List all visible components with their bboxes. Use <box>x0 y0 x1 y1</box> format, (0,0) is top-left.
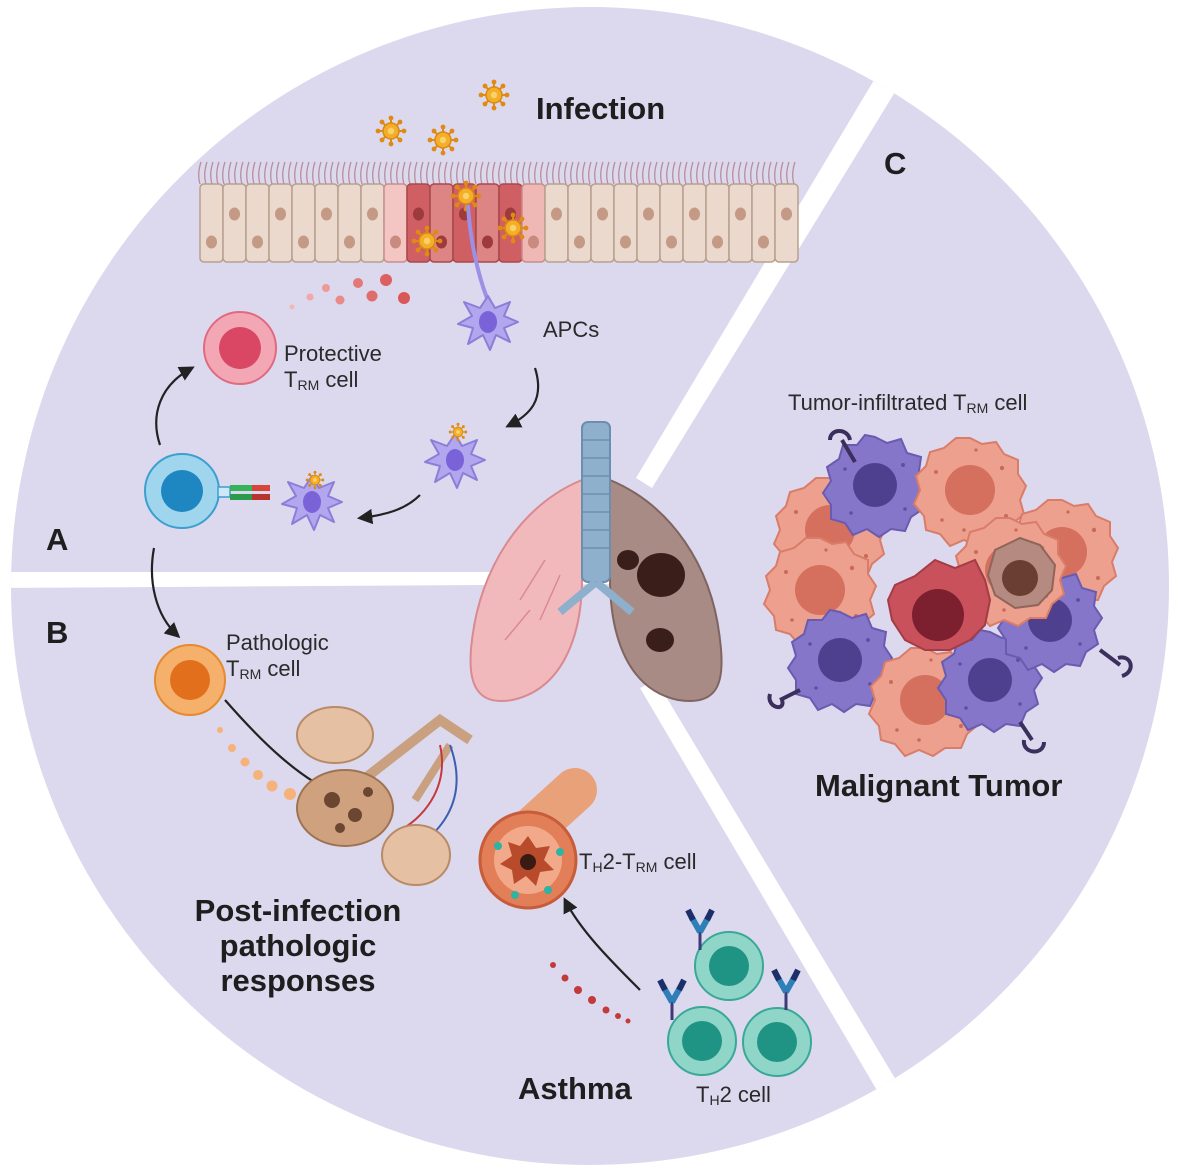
th2-cell-label: TH2 cell <box>696 1082 771 1108</box>
arrow-icon <box>563 897 641 991</box>
panel-letter-c: C <box>884 146 907 181</box>
malignant-tumor-title: Malignant Tumor <box>815 768 1063 803</box>
arrow-icon <box>150 366 540 639</box>
antibody-icon <box>767 429 1133 754</box>
post-infection-title: Post-infection pathologic responses <box>194 893 402 998</box>
infection-title: Infection <box>536 91 666 126</box>
th2-trm-label: TH2-TRM cell <box>579 849 697 875</box>
tumor-trm-label: Tumor-infiltrated TRM cell <box>788 390 1028 416</box>
protective-trm-cell <box>203 311 277 385</box>
pathologic-trm-cell <box>154 644 226 716</box>
apc-icon <box>457 204 519 351</box>
lung-icon <box>469 430 723 702</box>
panel-letter-b: B <box>46 615 69 650</box>
cytokine-dots-pathologic <box>217 727 296 800</box>
protective-trm-label: Protective TRM cell <box>284 341 382 393</box>
trachea-icon <box>557 421 635 616</box>
t-cell-icon <box>144 453 270 529</box>
apcs-label: APCs <box>543 317 600 342</box>
panel-letter-a: A <box>46 522 69 557</box>
asthma-title: Asthma <box>518 1071 632 1106</box>
cytokine-dots <box>289 274 410 310</box>
alveoli-icon <box>296 706 473 886</box>
pathologic-trm-label: Pathologic TRM cell <box>226 630 329 682</box>
cytokine-dots-asthma <box>550 962 631 1024</box>
airway-icon <box>478 768 597 910</box>
tumor-cell-icon <box>763 434 1119 757</box>
